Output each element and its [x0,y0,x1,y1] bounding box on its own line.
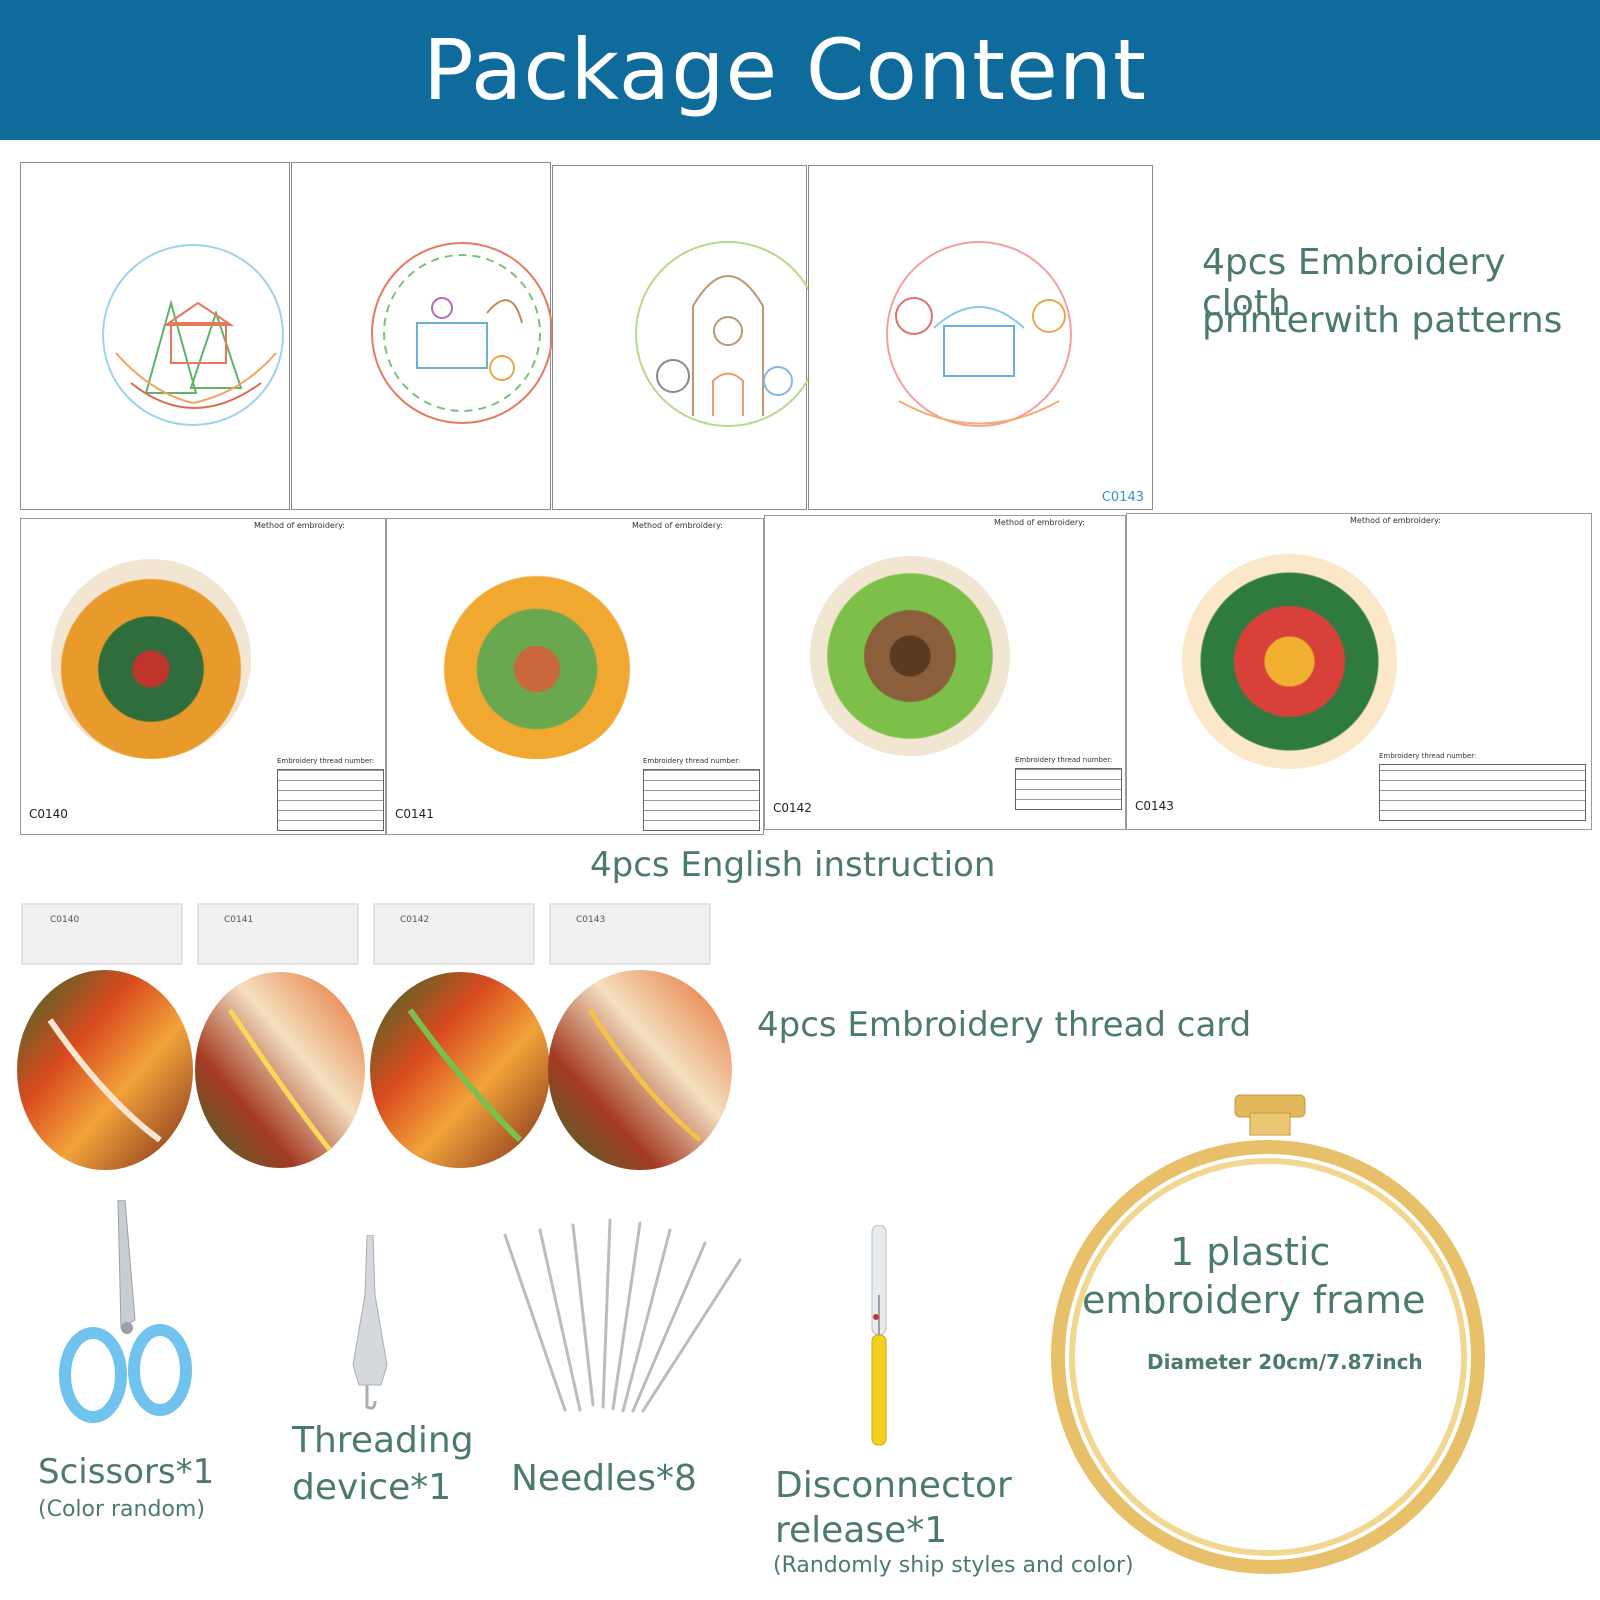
instruction-scene-3 [810,556,1010,756]
instruction-code-1: C0140 [29,807,68,821]
page-title: Package Content [423,21,1147,119]
cloth-pattern-1 [102,244,284,426]
thread-bundles: C0140 C0141 C0142 C0143 [17,903,732,1170]
instruction-caption: 4pcs English instruction [590,845,996,885]
cloth-sheet-4: C0143 [808,165,1153,510]
cloth-pattern-2 [371,242,552,424]
threader-icon [345,1234,395,1415]
thread-table-4 [1379,764,1586,821]
instruction-code-2: C0141 [395,807,434,821]
thread-label-1: Embroidery thread number: [277,757,375,765]
thread-card-code-1: C0140 [50,915,79,925]
method-label-2: Method of embroidery: [632,521,723,530]
embroidery-hoop-icon [1040,1085,1490,1585]
thread-label-2: Embroidery thread number: [643,757,741,765]
instruction-scene-4 [1182,554,1397,769]
cloth-sheet-1 [20,162,290,510]
cloth-pattern-3 [635,241,808,427]
ripper-note: (Randomly ship styles and color) [773,1553,1134,1578]
thread-label-3: Embroidery thread number: [1015,756,1113,764]
cloth-code-label: C0143 [1101,490,1144,505]
cloth-sheet-2 [291,162,552,510]
needles-label: Needles*8 [511,1458,697,1499]
frame-label-line2: embroidery frame [1082,1278,1426,1322]
scissors-note: (Color random) [38,1497,205,1522]
frame-label-line1: 1 plastic [1170,1230,1331,1274]
thread-cards: C0140 C0141 C0142 C0143 [10,900,750,1180]
cloth-caption-line2: printerwith patterns [1202,300,1563,341]
threader-label-line2: device*1 [292,1467,452,1508]
instruction-scene-2 [437,559,637,759]
header-banner: Package Content [0,0,1600,140]
thread-label-4: Embroidery thread number: [1379,752,1477,760]
seam-ripper-icon [860,1224,900,1455]
ripper-label-line1: Disconnector [775,1465,1012,1506]
instruction-sheet-3: Method of embroidery: Embroidery thread … [764,515,1126,830]
method-label-1: Method of embroidery: [254,521,345,530]
thread-table-2 [643,769,760,831]
thread-table-1 [277,769,384,831]
frame-diameter: Diameter 20cm/7.87inch [1147,1350,1423,1374]
instruction-sheet-4: Method of embroidery: Embroidery thread … [1126,513,1592,830]
thread-caption: 4pcs Embroidery thread card [757,1005,1252,1045]
method-label-3: Method of embroidery: [994,518,1085,527]
method-label-4: Method of embroidery: [1350,516,1441,525]
thread-table-3 [1015,768,1122,810]
instruction-scene-1 [51,559,251,759]
thread-card-code-2: C0141 [224,915,253,925]
threader-label-line1: Threading [292,1420,474,1461]
cloth-sheet-3 [552,165,808,510]
instruction-code-4: C0143 [1135,799,1174,813]
scissors-label: Scissors*1 [38,1452,215,1492]
instruction-sheet-1: Method of embroidery: Embroidery thread … [20,518,386,835]
needles-icon [495,1215,755,1415]
cloth-caption-line1: 4pcs Embroidery cloth [1202,242,1506,324]
thread-card-code-3: C0142 [400,915,429,925]
instruction-code-3: C0142 [773,801,812,815]
scissors-icon [55,1199,205,1430]
ripper-label-line2: release*1 [775,1510,948,1551]
thread-card-code-4: C0143 [576,915,605,925]
cloth-pattern-4 [886,241,1072,427]
instruction-sheet-2: Method of embroidery: Embroidery thread … [386,518,764,835]
